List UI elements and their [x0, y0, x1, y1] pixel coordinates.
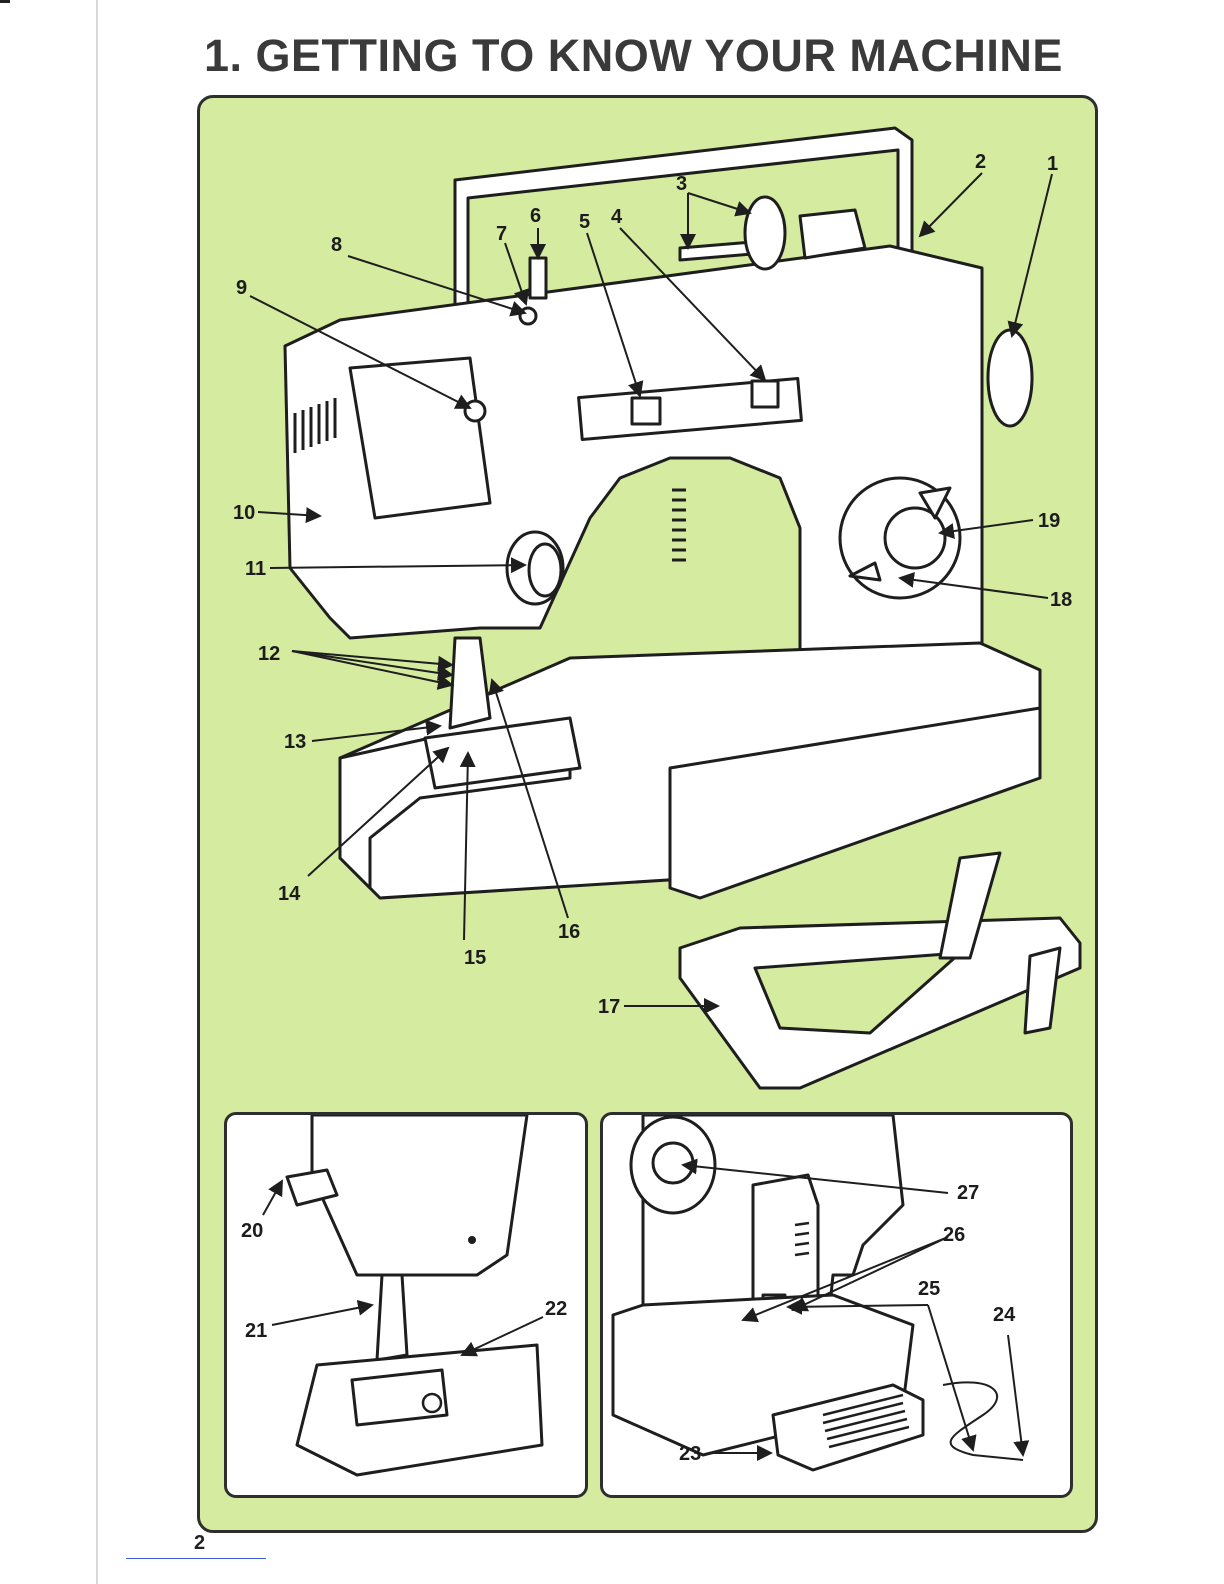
callout-25: 25	[918, 1278, 940, 1300]
rear-detail-illustration: 27 26 25 24 23	[603, 1115, 1070, 1495]
callout-5: 5	[579, 211, 590, 233]
callout-9: 9	[236, 277, 247, 299]
callout-23: 23	[679, 1443, 701, 1465]
page-title: 1. GETTING TO KNOW YOUR MACHINE	[204, 30, 1063, 82]
callout-7: 7	[496, 223, 507, 245]
callout-10: 10	[233, 502, 255, 524]
callout-2: 2	[975, 151, 986, 173]
callout-19: 19	[1038, 510, 1060, 532]
callout-6: 6	[530, 205, 541, 227]
page-edge-rule	[96, 0, 98, 1584]
rear-detail-view: 27 26 25 24 23	[600, 1112, 1073, 1498]
footer-link-underline[interactable]	[126, 1558, 266, 1559]
front-detail-illustration: 20 21 22	[227, 1115, 585, 1495]
callout-13: 13	[284, 731, 306, 753]
callout-16: 16	[558, 921, 580, 943]
callout-3: 3	[676, 173, 687, 195]
callout-21: 21	[245, 1320, 267, 1342]
callout-11: 11	[245, 558, 266, 580]
diagram-panel: 1 2 3 4 5 6 7 8 9 10 11 19 18 12 13 14 1…	[197, 95, 1098, 1533]
sewing-machine-illustration: 1 2 3 4 5 6 7 8 9 10 11 19 18 12 13 14 1…	[200, 98, 1095, 1108]
callout-27: 27	[957, 1182, 979, 1204]
callout-8: 8	[331, 234, 342, 256]
front-detail-view: 20 21 22	[224, 1112, 588, 1498]
callout-12: 12	[258, 643, 280, 665]
callout-4: 4	[611, 206, 623, 228]
callout-18: 18	[1050, 589, 1072, 611]
callout-26: 26	[943, 1224, 965, 1246]
callout-17: 17	[598, 996, 620, 1018]
callout-15: 15	[464, 947, 486, 969]
callout-22: 22	[545, 1298, 567, 1320]
callout-14: 14	[278, 883, 301, 905]
page-number: 2	[194, 1532, 205, 1555]
callout-24: 24	[993, 1304, 1016, 1326]
scan-mark	[0, 0, 10, 3]
callout-1: 1	[1047, 153, 1058, 175]
callout-20: 20	[241, 1220, 263, 1242]
